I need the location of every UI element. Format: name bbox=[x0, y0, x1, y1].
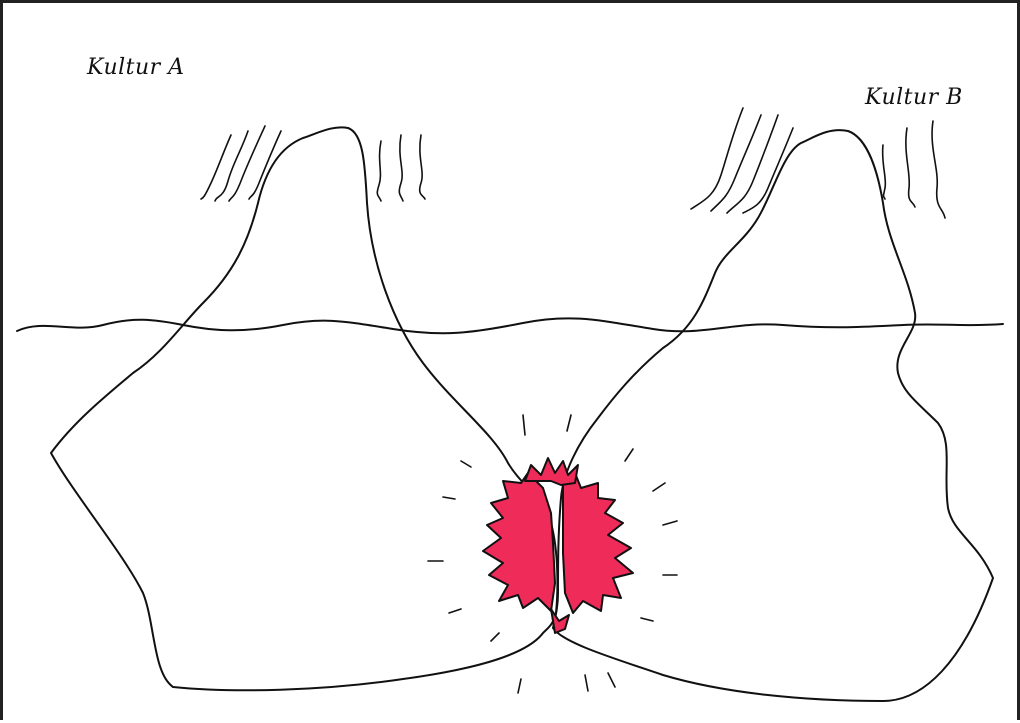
heat-marks-a bbox=[201, 126, 425, 201]
iceberg-diagram bbox=[3, 3, 1020, 723]
iceberg-a-outline bbox=[51, 127, 557, 690]
label-culture-b: Kultur B bbox=[865, 85, 963, 110]
clash-left-burst bbox=[483, 473, 555, 611]
clash-bottom-burst bbox=[551, 609, 569, 633]
clash-right-burst bbox=[563, 473, 633, 613]
label-culture-a: Kultur A bbox=[87, 55, 185, 80]
iceberg-b-outline bbox=[553, 130, 993, 701]
water-line bbox=[17, 318, 1003, 333]
heat-marks-b bbox=[691, 108, 945, 218]
